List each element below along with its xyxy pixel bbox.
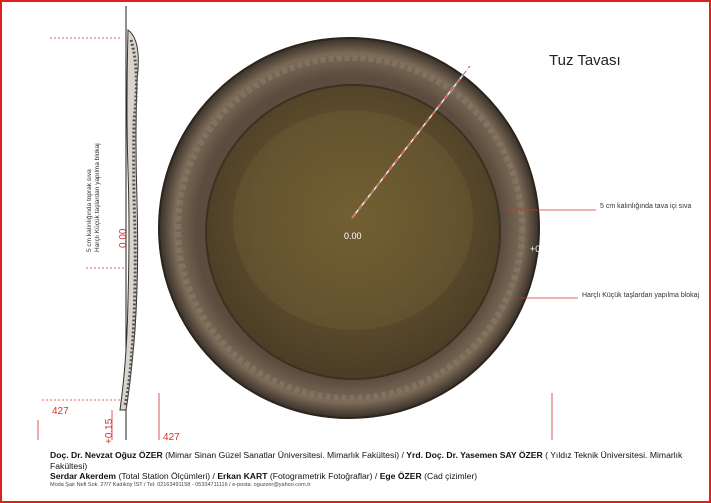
section-label-blockage: Harçlı Küçük taşlardan yapılma blokaj bbox=[94, 143, 101, 252]
section-dim-427: 427 bbox=[52, 406, 69, 417]
credits-address: Moda Şair Nefi Sok. 27/7 Kadıköy İST / T… bbox=[50, 481, 311, 488]
credit-role-5: (Cad çizimler) bbox=[421, 471, 478, 481]
credit-role-4: (Fotogrametrik Fotoğraflar) / bbox=[267, 471, 380, 481]
rim-level-label: +0.15 bbox=[530, 244, 553, 254]
credit-role-3: (Total Station Ölçümleri) / bbox=[116, 471, 218, 481]
side-section bbox=[37, 6, 160, 440]
credits-block: Doç. Dr. Nevzat Oğuz ÖZER (Mimar Sinan G… bbox=[50, 450, 710, 489]
section-level-mark: 0.00 bbox=[118, 228, 129, 248]
credit-name-1: Doç. Dr. Nevzat Oğuz ÖZER bbox=[50, 450, 163, 460]
credits-line-1: Doç. Dr. Nevzat Oğuz ÖZER (Mimar Sinan G… bbox=[50, 450, 710, 471]
basin-inner-surface bbox=[205, 84, 501, 380]
blockage-label: Harçlı Küçük taşlardan yapılma blokaj bbox=[582, 292, 700, 299]
drawing-title: Tuz Tavası bbox=[549, 52, 621, 69]
credit-affil-2: ( Yıldız Teknik Üniversitesi. Mimarlık F… bbox=[50, 450, 683, 471]
plaster-label: 5 cm kalınlığında tava içi sıva bbox=[600, 203, 692, 210]
credit-name-4: Erkan KART bbox=[217, 471, 268, 481]
plan-dim-427: 427 bbox=[163, 432, 180, 443]
credits-line-2: Serdar Akerdem (Total Station Ölçümleri)… bbox=[50, 471, 710, 482]
section-level-plus: +0.15 bbox=[104, 418, 115, 444]
credit-name-2: Yrd. Doç. Dr. Yasemen SAY ÖZER bbox=[406, 450, 543, 460]
basin-rim-texture bbox=[175, 55, 525, 401]
credit-affil-1: (Mimar Sinan Güzel Sanatlar Üniversitesi… bbox=[162, 450, 407, 460]
radius-line-dash bbox=[351, 65, 471, 219]
center-level-label: 0.00 bbox=[344, 231, 362, 241]
basin-plan bbox=[158, 37, 596, 440]
section-stones bbox=[123, 39, 138, 406]
credit-name-3: Serdar Akerdem bbox=[50, 471, 117, 481]
credit-name-5: Ege ÖZER bbox=[379, 471, 422, 481]
basin-inner-highlight bbox=[233, 110, 473, 330]
section-label-plaster: 5 cm kalınlığında toprak sıva bbox=[86, 169, 93, 252]
